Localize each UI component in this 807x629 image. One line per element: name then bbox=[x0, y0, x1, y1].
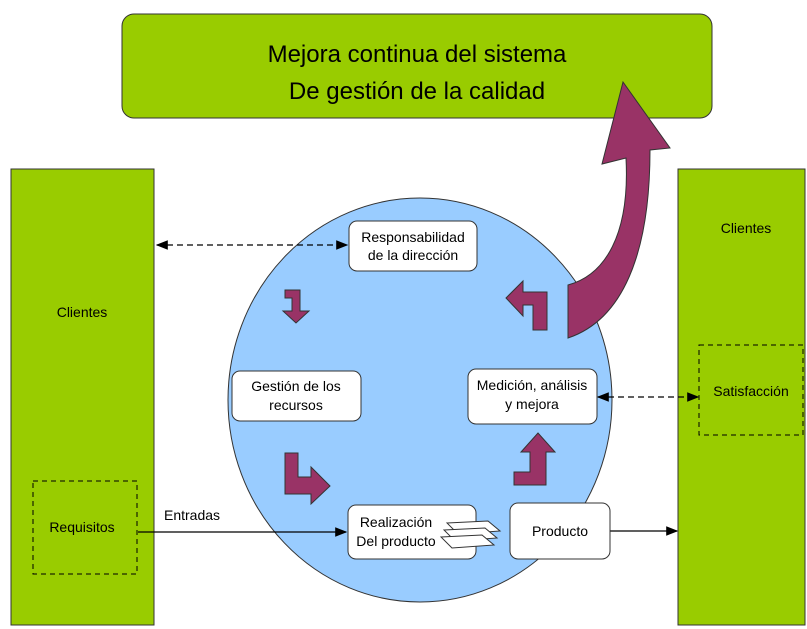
improvement-arrow bbox=[567, 80, 671, 339]
measurement-line2: y mejora bbox=[505, 396, 559, 412]
resource-management-box: Gestión de los recursos bbox=[231, 370, 362, 422]
left-clients-column bbox=[10, 168, 155, 626]
realization-line2: Del producto bbox=[356, 533, 436, 549]
measurement-line1: Medición, análisis bbox=[477, 377, 588, 393]
banner-title-line1: Mejora continua del sistema bbox=[268, 41, 567, 68]
inputs-label: Entradas bbox=[164, 507, 220, 523]
document-stack-icon bbox=[439, 520, 502, 549]
product-label: Producto bbox=[532, 523, 588, 539]
cycle-arrow-top-right bbox=[505, 279, 548, 331]
banner-title-line2: De gestión de la calidad bbox=[289, 78, 545, 105]
right-clients-label: Clientes bbox=[721, 220, 772, 236]
left-clients-label: Clientes bbox=[57, 304, 108, 320]
management-line1: Responsabilidad bbox=[361, 229, 465, 245]
management-line2: de la dirección bbox=[368, 247, 458, 263]
resources-line2: recursos bbox=[269, 397, 323, 413]
requirements-label: Requisitos bbox=[49, 519, 114, 535]
cycle-arrow-bottom-right bbox=[513, 432, 557, 486]
satisfaction-box bbox=[698, 344, 804, 436]
management-responsibility-box: Responsabilidad de la dirección bbox=[348, 220, 478, 272]
resources-line1: Gestión de los bbox=[251, 378, 341, 394]
measurement-analysis-box: Medición, análisis y mejora bbox=[467, 368, 598, 425]
continuous-improvement-banner bbox=[121, 13, 713, 119]
cycle-arrow-top-left bbox=[281, 289, 311, 324]
product-realization-box: Realización Del producto bbox=[347, 504, 477, 560]
satisfaction-label: Satisfacción bbox=[713, 383, 788, 399]
cycle-arrow-bottom-left bbox=[284, 452, 331, 506]
realization-line1: Realización bbox=[360, 514, 432, 530]
product-box: Producto bbox=[509, 502, 611, 560]
